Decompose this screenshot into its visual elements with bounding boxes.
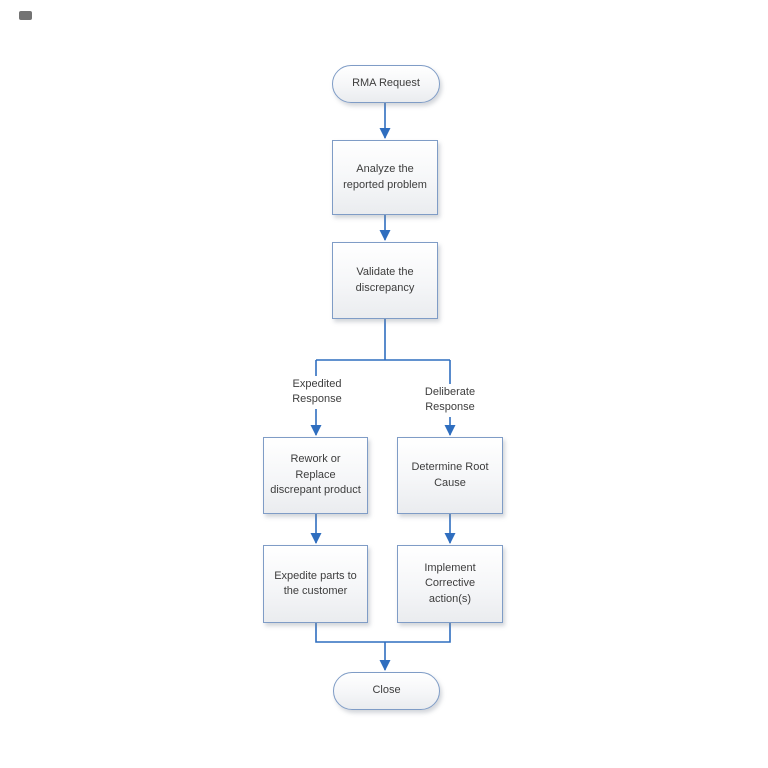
node-determine-root-cause: Determine Root Cause xyxy=(397,437,503,514)
node-expedite-parts-label: Expedite parts to the customer xyxy=(274,569,357,597)
node-rework-or-replace-label: Rework or Replace discrepant product xyxy=(270,453,361,497)
branch-label-deliberate-response: Deliberate Response xyxy=(410,384,490,417)
node-rma-request: RMA Request xyxy=(332,65,440,103)
node-analyze-problem: Analyze the reported problem xyxy=(332,140,438,215)
node-implement-corrective-actions-label: Implement Corrective action(s) xyxy=(424,561,476,605)
node-validate-discrepancy: Validate the discrepancy xyxy=(332,242,438,319)
corner-smudge-mark xyxy=(19,11,32,20)
node-rework-or-replace: Rework or Replace discrepant product xyxy=(263,437,368,514)
node-validate-discrepancy-label: Validate the discrepancy xyxy=(355,266,415,294)
branch-label-expedited-response: Expedited Response xyxy=(277,376,357,409)
node-expedite-parts: Expedite parts to the customer xyxy=(263,545,368,623)
node-close-label: Close xyxy=(372,684,401,697)
node-implement-corrective-actions: Implement Corrective action(s) xyxy=(397,545,503,623)
node-rma-request-label: RMA Request xyxy=(352,77,420,90)
node-determine-root-cause-label: Determine Root Cause xyxy=(411,461,489,489)
node-close: Close xyxy=(333,672,440,710)
node-analyze-problem-label: Analyze the reported problem xyxy=(343,163,427,191)
merge-line xyxy=(315,623,451,643)
